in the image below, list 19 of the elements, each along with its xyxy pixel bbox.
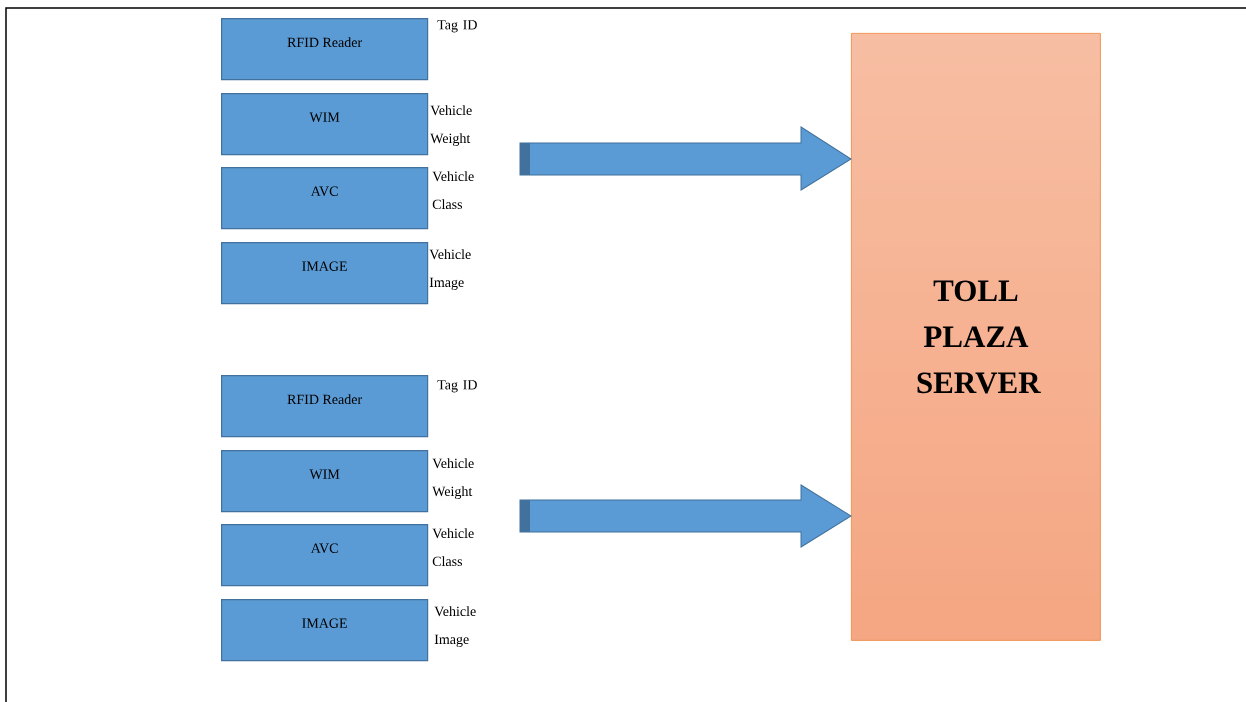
device-box: RFID Reader <box>221 375 429 438</box>
device-box: WIM <box>221 450 429 513</box>
side-label: Vehicle Weight <box>432 458 474 499</box>
block-arrow <box>519 484 852 548</box>
device-box: RFID Reader <box>221 18 429 81</box>
server-box: TOLL PLAZA SERVER <box>851 33 1101 641</box>
device-box: AVC <box>221 524 429 587</box>
side-label: Vehicle Class <box>432 171 474 210</box>
side-label: Tag ID <box>437 20 477 33</box>
device-box: IMAGE <box>221 242 429 305</box>
device-box: WIM <box>221 93 429 156</box>
side-label: Vehicle Image <box>434 606 476 647</box>
device-box: IMAGE <box>221 599 429 662</box>
side-label: Vehicle Class <box>432 528 474 567</box>
device-box: AVC <box>221 167 429 230</box>
block-arrow <box>519 126 852 191</box>
side-label: Tag ID <box>437 380 477 393</box>
side-label: Vehicle Image <box>429 249 471 290</box>
side-label: Vehicle Weight <box>430 105 472 146</box>
